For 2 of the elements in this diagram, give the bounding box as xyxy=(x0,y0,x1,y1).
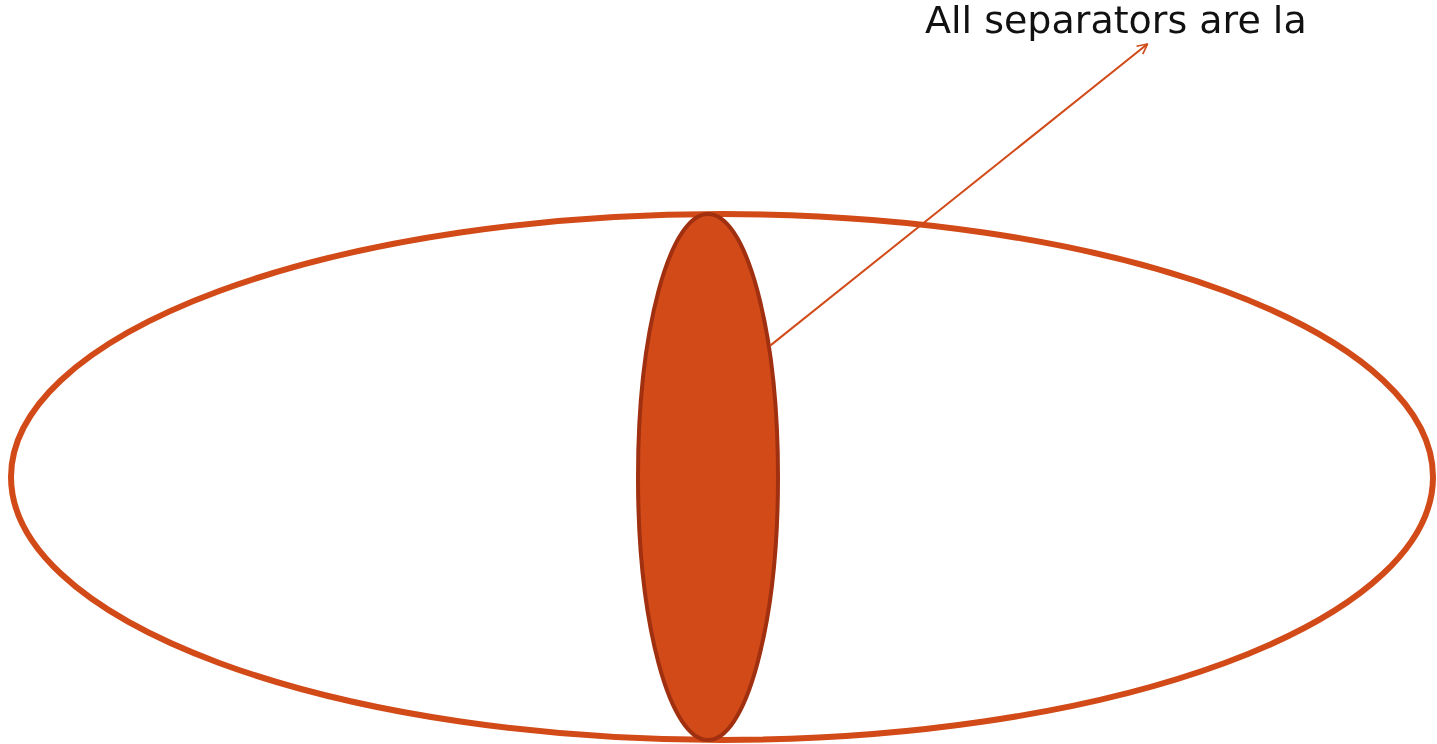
annotation-text: All separators are la xyxy=(925,0,1307,42)
arrow xyxy=(769,43,1149,347)
